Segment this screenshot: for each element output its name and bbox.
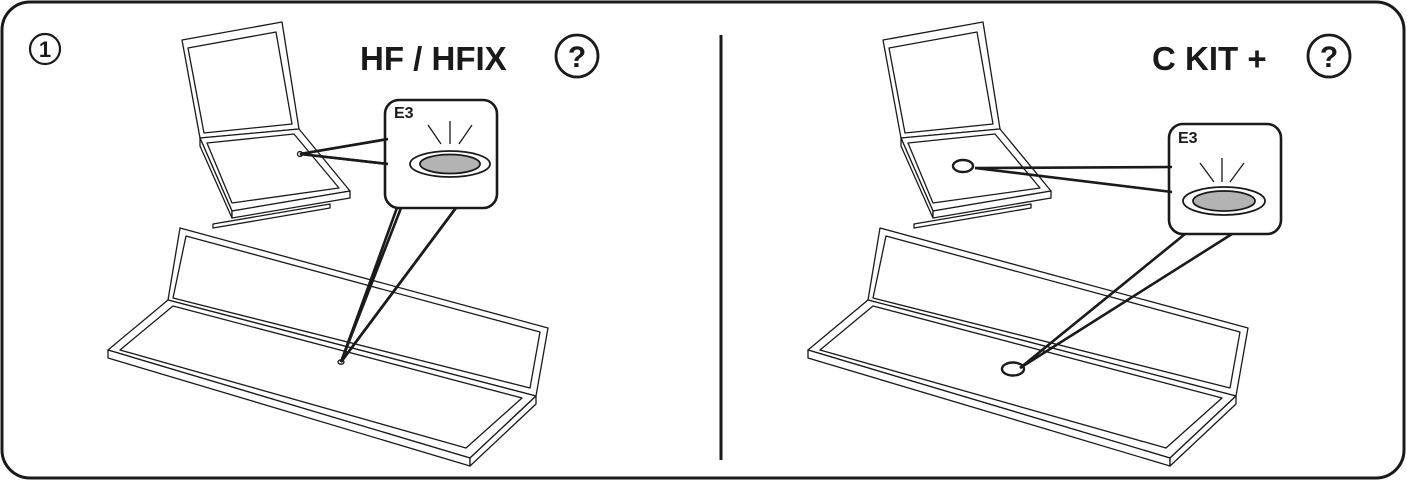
help-icon: ? [554, 33, 600, 79]
panel-left: HF / HFIX ? [107, 21, 600, 467]
ring-sensor-large-right [1000, 361, 1026, 377]
indicator-callout-right: E3 [974, 122, 1283, 370]
panel-right: C KIT + ? [807, 21, 1352, 467]
indicator-code-right: E3 [1178, 130, 1198, 147]
small-box-left [181, 21, 351, 229]
help-circle [1306, 33, 1352, 79]
large-box-right [807, 227, 1249, 467]
help-symbol: ? [568, 41, 586, 74]
led-light-left [419, 153, 481, 175]
help-icon: ? [1306, 33, 1352, 79]
large-box-left [107, 227, 549, 467]
ring-sensor-small-right [951, 158, 975, 174]
step-badge: 1 [28, 32, 62, 66]
step-number: 1 [39, 37, 51, 62]
panel-right-title: C KIT + [1152, 40, 1267, 77]
small-box-right [882, 21, 1052, 229]
help-symbol: ? [1320, 41, 1338, 74]
step-circle [28, 32, 62, 66]
help-circle [554, 33, 600, 79]
panel-left-title: HF / HFIX [360, 40, 507, 77]
indicator-callout-left: E3 [299, 98, 499, 363]
indicator-code-left: E3 [394, 105, 414, 122]
led-light-right [1192, 190, 1256, 212]
